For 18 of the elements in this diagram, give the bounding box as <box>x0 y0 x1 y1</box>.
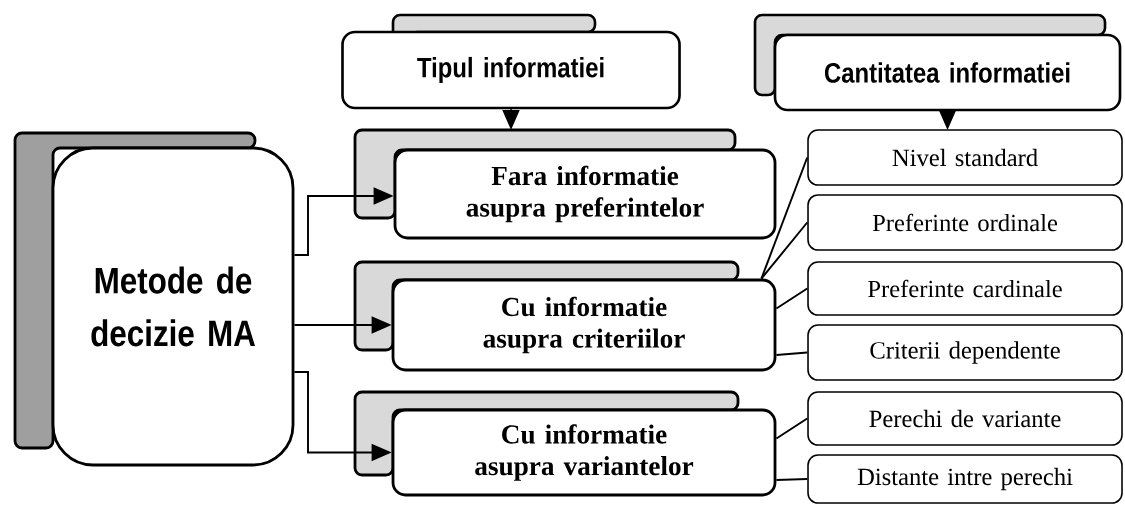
connector-line <box>775 417 809 440</box>
text-box: Preferinte ordinale <box>807 194 1123 251</box>
shadowed-box: Cu informatie asupra variantelor <box>353 390 777 497</box>
connector-line <box>775 287 809 310</box>
shadowed-box: Cu informatie asupra criteriilor <box>353 260 777 372</box>
text-box: Preferinte cardinale <box>807 261 1123 316</box>
text-box: Distante intre perechi <box>807 454 1123 504</box>
shadowed-box: Cantitatea informatiei <box>753 13 1122 112</box>
shadowed-box: Tipul informatiei <box>341 13 681 110</box>
text-box: Perechi de variante <box>807 391 1123 446</box>
text-box: Criterii dependente <box>807 324 1123 381</box>
shadowed-box: Metode de decizie MA <box>13 131 295 467</box>
connector-line <box>760 221 809 280</box>
connector-line <box>775 478 809 481</box>
text-box: Nivel standard <box>807 129 1123 186</box>
shadowed-box: Fara informatie asupra preferintelor <box>353 128 777 240</box>
connector-line <box>775 351 809 356</box>
connector-line <box>760 156 809 280</box>
